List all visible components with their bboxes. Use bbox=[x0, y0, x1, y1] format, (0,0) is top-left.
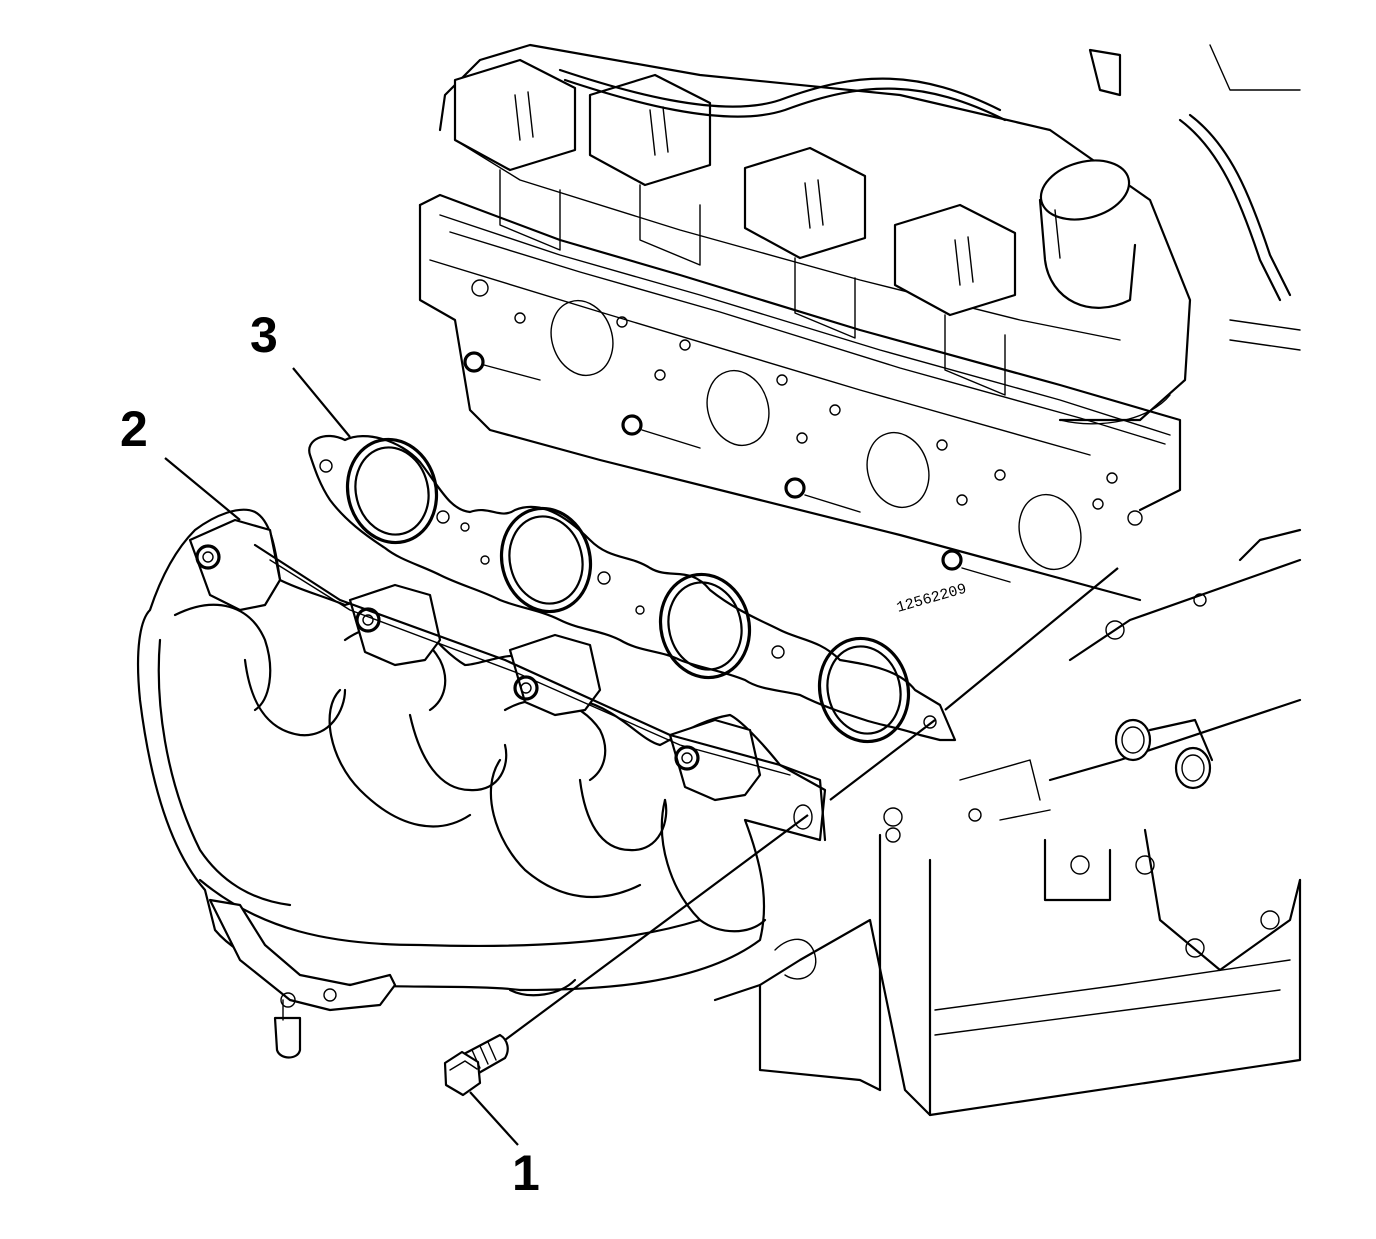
callout-3: 3 bbox=[250, 307, 278, 363]
manifold-studs bbox=[195, 544, 700, 771]
leader-line-3 bbox=[292, 367, 351, 438]
callout-2: 2 bbox=[120, 401, 148, 457]
gasket-part-stamp: 12562209 bbox=[895, 581, 969, 617]
oil-fill-cap bbox=[1038, 159, 1137, 309]
bolt-alignment-line-top bbox=[944, 567, 1119, 711]
leader-lines bbox=[164, 367, 1119, 1146]
bolt-alignment-line bbox=[504, 814, 809, 1041]
ignition-coils bbox=[453, 58, 1017, 396]
exhaust-manifold-bolt bbox=[443, 1033, 509, 1097]
engine-block bbox=[418, 43, 1302, 1117]
exhaust-manifold bbox=[136, 508, 827, 1059]
bolt-alignment-line-upper bbox=[829, 719, 936, 801]
callout-1: 1 bbox=[512, 1145, 540, 1201]
leader-line-1 bbox=[469, 1091, 519, 1146]
leader-line-2 bbox=[164, 457, 241, 521]
